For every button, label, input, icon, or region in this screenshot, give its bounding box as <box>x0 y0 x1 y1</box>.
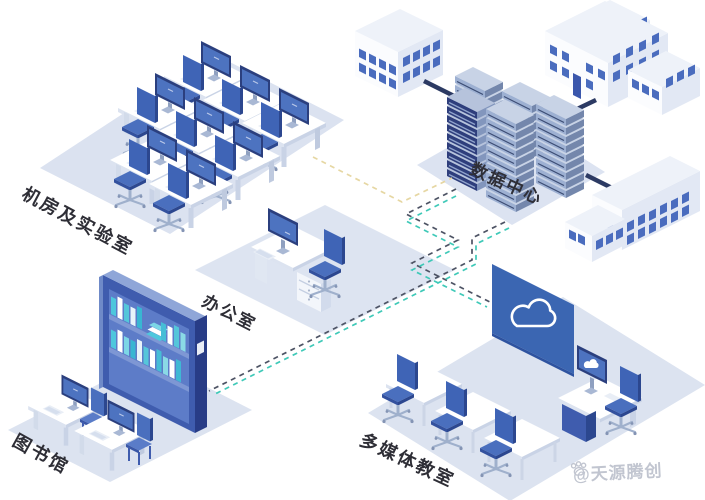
dashed-link-datacenter-library-dark <box>208 221 506 392</box>
campus-building-2 <box>545 0 700 115</box>
dashed-link-datacenter-classroom-teal <box>404 195 488 308</box>
campus-building-1 <box>355 9 443 97</box>
dashed-link-lab-datacenter <box>312 156 453 203</box>
dashed-link-datacenter-classroom-dark <box>404 188 493 304</box>
dashed-link-datacenter-library-teal <box>212 227 510 396</box>
office-desk-set <box>251 208 347 312</box>
campus-building-3 <box>565 156 700 262</box>
bookshelf <box>99 270 207 433</box>
teacher-workstation <box>558 345 643 442</box>
server-rack-tower <box>535 94 585 199</box>
classroom-platform <box>368 297 705 500</box>
cloud-display-screen <box>492 264 574 377</box>
watermark: @天源腾创 <box>569 456 663 486</box>
